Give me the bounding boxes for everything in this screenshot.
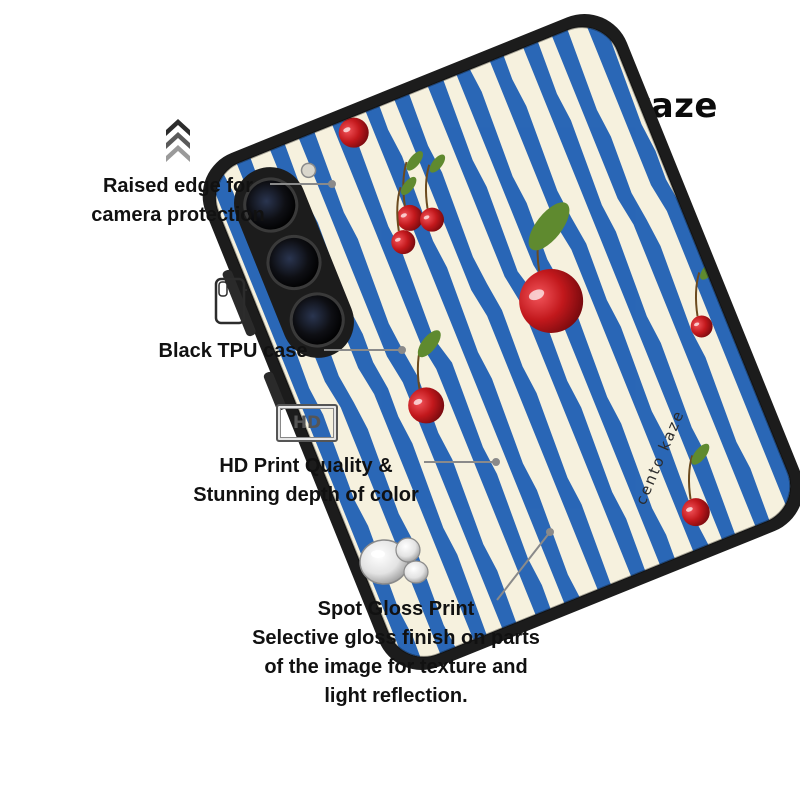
feature-label-tpu-case: Black TPU case (145, 337, 321, 366)
cherry-leaf (528, 202, 570, 251)
cherry-shine (686, 507, 693, 512)
cherry (519, 268, 584, 333)
feature-line: of the image for texture and (264, 656, 528, 678)
cherry-shine (528, 289, 545, 301)
paint-stripe (330, 115, 553, 620)
cherry-stem (402, 161, 408, 207)
hd-badge-text: HD (292, 413, 322, 433)
paint-stripe (521, 37, 737, 545)
cherry-shine (400, 213, 407, 218)
paint-stripe (363, 101, 582, 608)
cherry (681, 498, 710, 527)
cherry-shine (343, 127, 351, 133)
cherry-shine (423, 215, 430, 220)
camera-lens (266, 235, 322, 291)
cherry-leaf (406, 151, 424, 171)
feature-label-camera-protection: Raised edge for camera protection (80, 172, 276, 230)
cherry-leaf (429, 154, 446, 173)
cherry (690, 315, 713, 338)
cherry (338, 117, 369, 148)
cherry-leaf (348, 62, 368, 86)
feature-line: Black TPU case (158, 340, 308, 362)
feature-line: camera protection (91, 204, 265, 226)
paint-stripe (392, 89, 613, 595)
cherry-shine (394, 237, 401, 242)
feature-label-spot-gloss: Spot Gloss Print Selective gloss finish … (226, 595, 566, 711)
cherry-leaf (400, 176, 417, 196)
cherry-stem (694, 272, 701, 317)
cherry (408, 387, 445, 424)
cherry-shine (694, 322, 700, 327)
cherry-shine (413, 398, 423, 405)
camera-flash (300, 162, 317, 179)
phone-outline-icon (214, 277, 247, 325)
feature-line: HD Print Quality & (219, 455, 393, 477)
paint-stripe (550, 25, 772, 531)
camera-lens (243, 177, 299, 233)
paint-stripe (297, 127, 518, 633)
camera-lens (289, 292, 345, 348)
feature-line: Selective gloss finish on parts (252, 627, 540, 649)
hd-badge-icon: HD (276, 404, 338, 442)
cherry-leaf (691, 443, 710, 465)
side-button (222, 269, 256, 337)
cherry (396, 204, 423, 231)
paint-stripe (488, 51, 711, 556)
feature-label-hd-print: HD Print Quality & Stunning depth of col… (176, 452, 436, 510)
water-droplets-icon (359, 537, 429, 585)
chevron-stack-icon (166, 119, 190, 162)
feature-line: Raised edge for (102, 175, 254, 197)
paint-stripe (583, 15, 800, 518)
feature-line: Spot Gloss Print (317, 598, 475, 620)
cherry (391, 230, 416, 255)
cherry-leaf (417, 330, 441, 358)
cherry-stem (424, 164, 431, 209)
side-button (263, 371, 286, 411)
cherry (420, 207, 445, 232)
cherry-stem (396, 186, 402, 232)
feature-line: Stunning depth of color (193, 484, 419, 506)
feature-line: light reflection. (324, 685, 468, 707)
cherry-stem (687, 455, 694, 500)
